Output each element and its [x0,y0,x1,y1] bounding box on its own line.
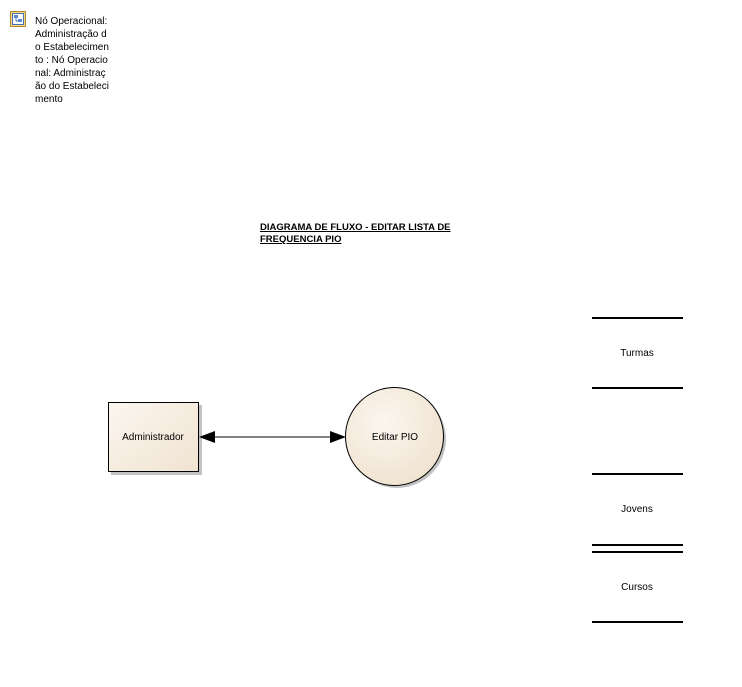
package-node-icon [10,11,26,27]
store-label: Cursos [621,582,653,593]
data-store-turmas[interactable]: Turmas [592,317,683,389]
diagram-title-line-1: DIAGRAMA DE FLUXO - EDITAR LISTA DE [260,222,451,233]
operational-node-label: Nó Operacional: Administração do Estabel… [35,16,109,105]
store-label: Turmas [620,348,654,359]
arrowhead-left [199,431,215,443]
diagram-title-line-2: FREQUENCIA PIO [260,234,342,245]
data-store-jovens[interactable]: Jovens [592,473,683,546]
arrowhead-right [330,431,346,443]
external-entity-administrador[interactable]: Administrador [108,402,203,476]
entity-label: Administrador [122,432,184,443]
diagram-title: DIAGRAMA DE FLUXO - EDITAR LISTA DE FREQ… [260,222,470,246]
process-editar-pio[interactable]: Editar PIO [345,387,447,489]
store-label: Jovens [621,504,653,515]
process-label: Editar PIO [372,432,418,443]
data-store-cursos[interactable]: Cursos [592,551,683,623]
data-flow-arrow[interactable] [199,431,346,443]
